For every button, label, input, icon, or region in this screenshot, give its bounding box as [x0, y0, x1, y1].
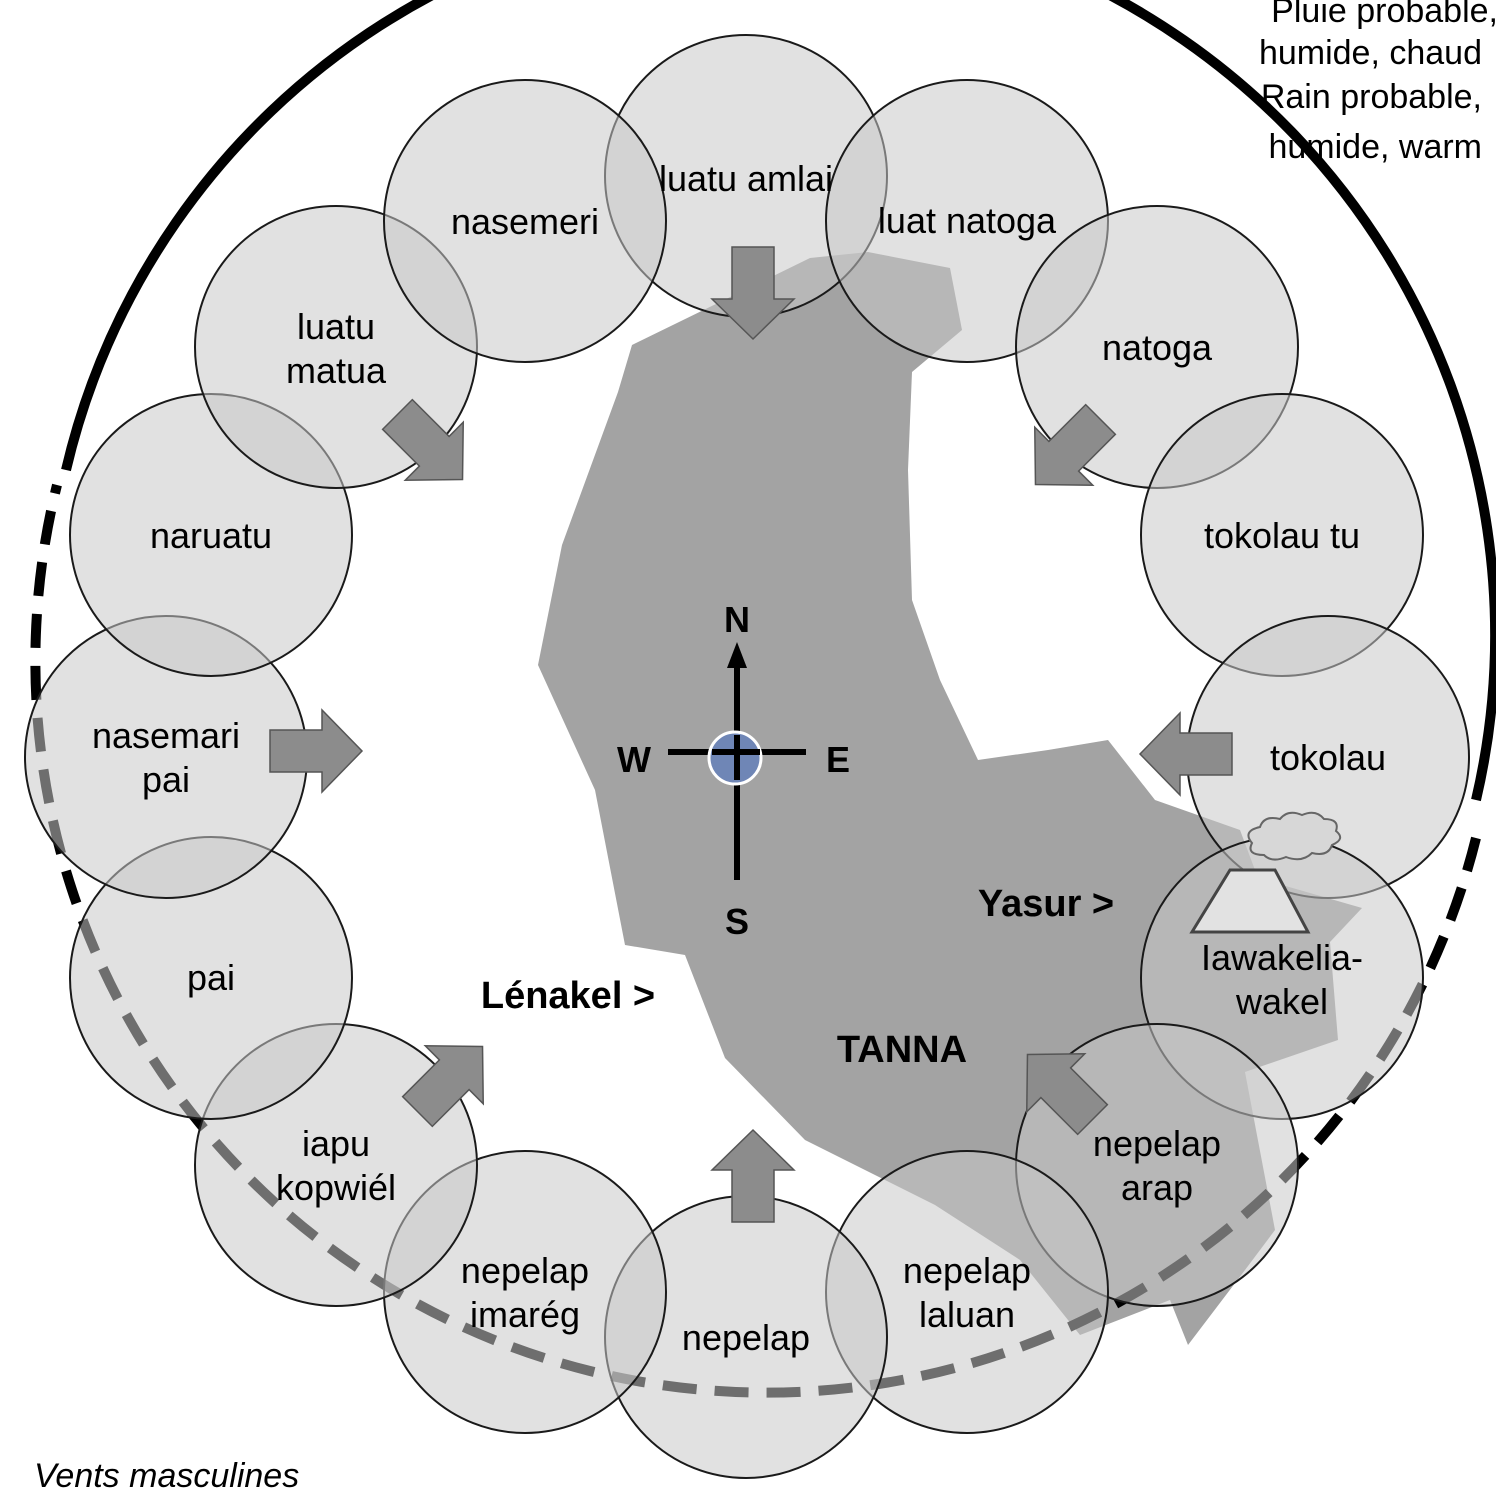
wind-label-luatu-matua-line-1: luatu	[297, 306, 375, 347]
wind-label-nepelap: nepelap	[682, 1317, 810, 1358]
wind-label-nepelap-imareg-line-1: nepelap	[461, 1250, 589, 1291]
arrow-down-icon-luatu-amlai	[710, 246, 796, 341]
wind-label-tokolau-tu: tokolau tu	[1204, 515, 1360, 556]
wind-label-luatu-amlai: luatu amlai	[659, 158, 833, 199]
wind-arrows	[269, 246, 1233, 1223]
wind-label-nepelap-laluan-line-2: laluan	[919, 1294, 1015, 1335]
wind-label-iapu-kopwiel-line-2: kopwiél	[276, 1167, 396, 1208]
arrow-right-icon-nasemari-pai	[269, 708, 364, 794]
wind-circle-nasemeri	[383, 79, 667, 363]
wind-label-iawakelia-wakel-line-1: Iawakelia-	[1201, 937, 1363, 978]
volcano-yasur-label: Yasur >	[978, 883, 1114, 925]
compass-south-label: S	[725, 901, 749, 942]
compass-north-label: N	[724, 599, 750, 640]
arrow-up-icon-nepelap	[710, 1128, 796, 1223]
wind-label-pai: pai	[187, 957, 235, 998]
corner-note-line-3: Rain probable,	[1261, 78, 1482, 116]
wind-label-iapu-kopwiel-line-1: iapu	[302, 1123, 370, 1164]
compass-east-label: E	[826, 739, 850, 780]
wind-label-luat-natoga: luat natoga	[878, 200, 1057, 241]
arrow-northwest-icon-nepelap-arap	[1025, 1052, 1109, 1136]
caption-vents-masculines: Vents masculines	[34, 1457, 299, 1495]
corner-note-line-4: humide, warm	[1268, 128, 1482, 166]
arrow-southeast-icon-luatu-matua	[381, 398, 465, 482]
wind-label-nepelap-laluan-line-1: nepelap	[903, 1250, 1031, 1291]
corner-note: Pluie probable, humide, chaud Rain proba…	[1259, 0, 1496, 166]
wind-label-nasemeri: nasemeri	[451, 201, 599, 242]
wind-labels: luatu amlai luat natoga natoga tokolau tu to…	[92, 158, 1386, 1358]
compass-north-arrowhead	[727, 642, 747, 668]
wind-label-nasemari-pai-line-2: pai	[142, 759, 190, 800]
compass-west-label: W	[617, 739, 651, 780]
wind-label-nasemari-pai-line-1: nasemari	[92, 715, 240, 756]
corner-note-line-2: humide, chaud	[1259, 34, 1482, 72]
wind-label-nepelap-arap-line-2: arap	[1121, 1167, 1193, 1208]
wind-label-natoga: natoga	[1102, 327, 1213, 368]
corner-note-line-1: Pluie probable,	[1271, 0, 1496, 30]
outer-ring-solid-arc	[61, 0, 1496, 802]
wind-label-nepelap-arap-line-1: nepelap	[1093, 1123, 1221, 1164]
arrow-northeast-icon-iapu-kopwiel	[401, 1044, 485, 1128]
wind-label-nepelap-imareg-line-2: imarég	[470, 1294, 580, 1335]
town-lenakel-label: Lénakel >	[481, 975, 655, 1017]
arrow-left-icon-tokolau	[1138, 711, 1233, 797]
wind-label-luatu-matua-line-2: matua	[286, 350, 387, 391]
wind-label-naruatu: naruatu	[150, 515, 272, 556]
arrow-southwest-icon-natoga	[1033, 403, 1117, 487]
island-name-label: TANNA	[837, 1029, 967, 1071]
wind-label-tokolau: tokolau	[1270, 737, 1386, 778]
volcano-icon	[1189, 811, 1342, 934]
compass: N S W E	[617, 599, 850, 942]
wind-label-iawakelia-wakel-line-2: wakel	[1235, 981, 1328, 1022]
